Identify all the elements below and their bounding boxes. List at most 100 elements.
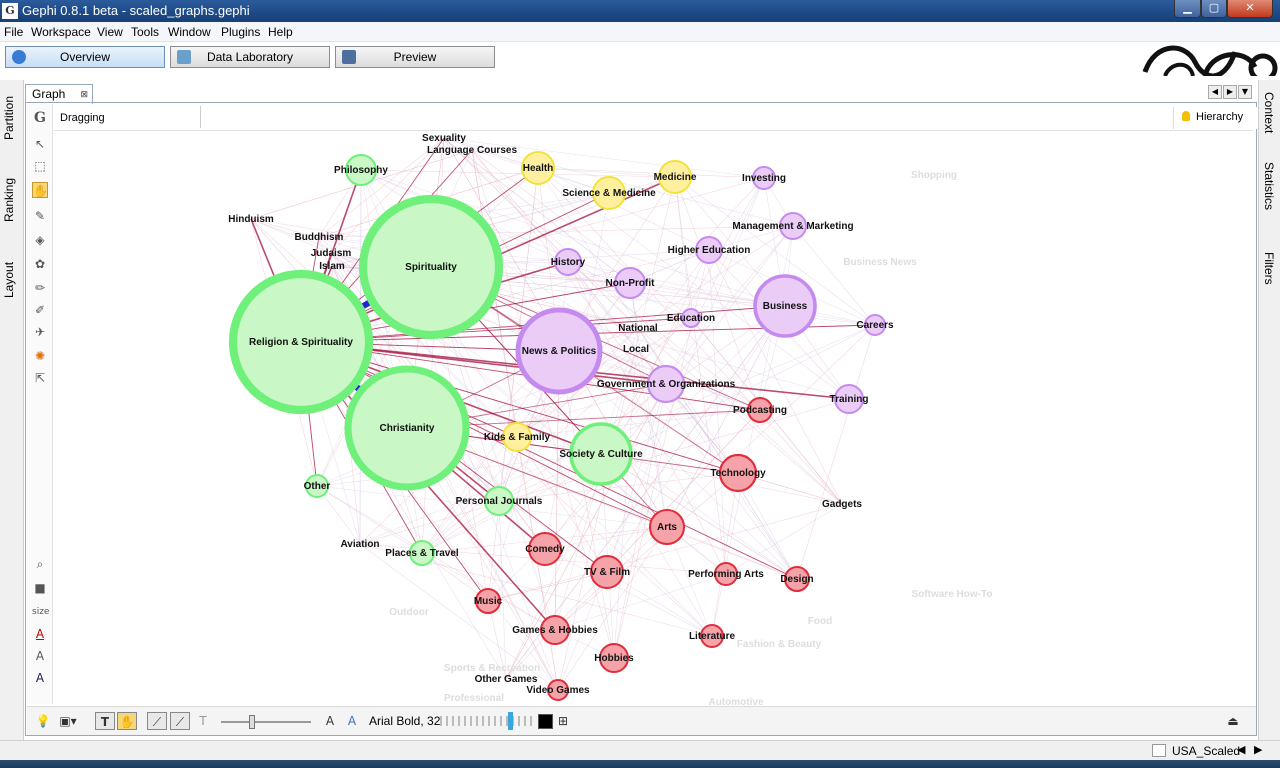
graph-node-literature[interactable] (700, 624, 724, 648)
graph-node-design[interactable] (784, 566, 810, 592)
graph-node-music[interactable] (475, 588, 501, 614)
menu-view[interactable]: View (97, 25, 123, 39)
close-button[interactable]: ✕ (1227, 0, 1273, 18)
shortest-path-icon[interactable]: ✈ (34, 325, 46, 339)
menu-help[interactable]: Help (268, 25, 293, 39)
graph-node-comedy[interactable] (528, 532, 562, 566)
scroll-right-icon[interactable]: ▶ (1223, 85, 1237, 99)
menu-window[interactable]: Window (168, 25, 211, 39)
label-font-icon[interactable]: A (35, 649, 45, 663)
color-picker-icon[interactable]: ✿ (34, 257, 46, 271)
gephi-app-icon[interactable]: G (2, 3, 18, 19)
edge (360, 169, 631, 284)
graph-node-kids[interactable] (502, 422, 532, 452)
graph-node-health[interactable] (521, 151, 555, 185)
heat-map-icon[interactable]: ✺ (34, 349, 46, 363)
data-laboratory-button[interactable]: Data Laboratory (170, 46, 330, 68)
edge-thickness-slider[interactable] (221, 715, 311, 729)
background-color-icon[interactable]: ■ (34, 581, 46, 595)
graph-node-other[interactable] (305, 474, 329, 498)
tab-context[interactable]: Context (1262, 92, 1276, 134)
tab-statistics[interactable]: Statistics (1262, 162, 1276, 211)
edge-pencil-icon[interactable]: ✐ (34, 303, 46, 317)
menu-workspace[interactable]: Workspace (31, 25, 91, 39)
graph-node-places[interactable] (409, 540, 435, 566)
drag-hand-icon[interactable]: ✋ (32, 182, 48, 198)
show-edges-button[interactable]: ⟋ (147, 712, 167, 730)
maximize-button[interactable]: ▢ (1201, 0, 1227, 18)
tab-layout[interactable]: Layout (2, 261, 16, 299)
graph-node-christianity[interactable] (344, 365, 470, 491)
graph-node-business[interactable] (753, 274, 817, 338)
label-size-mode-icon[interactable]: T (199, 714, 207, 728)
pencil-icon[interactable]: ✏ (34, 281, 46, 295)
slider-knob[interactable] (249, 715, 255, 729)
graph-node-investing[interactable] (752, 166, 776, 190)
label-color-icon[interactable]: A (35, 627, 45, 641)
graph-node-technology[interactable] (718, 453, 758, 493)
rectangle-selection-icon[interactable]: ⬚ (34, 159, 46, 173)
graph-node-personal[interactable] (484, 486, 514, 516)
label-size-slider[interactable] (440, 712, 534, 730)
menu-file[interactable]: File (4, 25, 24, 39)
show-node-labels-button[interactable]: T (95, 712, 115, 730)
tab-partition[interactable]: Partition (2, 95, 16, 141)
workspace-name[interactable]: USA_Scaled (1172, 744, 1241, 758)
font-color-icon[interactable]: A (347, 714, 357, 728)
screenshot-icon[interactable]: ▣▾ (59, 714, 77, 728)
show-hierarchy-icon[interactable]: 💡 (35, 714, 51, 728)
graph-node-society[interactable] (569, 422, 633, 486)
attributes-icon[interactable]: ⊞ (557, 714, 569, 728)
menu-plugins[interactable]: Plugins (221, 25, 261, 39)
graph-node-science[interactable] (592, 176, 626, 210)
graph-node-religion[interactable] (228, 269, 374, 415)
graph-node-hobbies[interactable] (599, 643, 629, 673)
dropdown-icon[interactable]: ▼ (1238, 85, 1252, 99)
tab-ranking[interactable]: Ranking (2, 177, 16, 223)
label-color-swatch[interactable] (538, 714, 553, 729)
graph-node-videogames[interactable] (547, 679, 569, 701)
graph-node-management[interactable] (779, 212, 807, 240)
graph-node-history[interactable] (554, 248, 582, 276)
close-tab-icon[interactable]: ⊠ (80, 89, 88, 99)
node-info-icon[interactable]: ⇱ (34, 371, 46, 385)
zoom-icon[interactable]: ⌕ (36, 557, 44, 571)
hierarchy-button[interactable]: Hierarchy (1173, 107, 1257, 129)
minimize-button[interactable]: ▁ (1174, 0, 1201, 18)
graph-node-podcasting[interactable] (747, 397, 773, 423)
next-workspace-icon[interactable]: ▶ (1254, 743, 1263, 756)
graph-node-games[interactable] (540, 615, 570, 645)
graph-node-nonprofit[interactable] (614, 267, 646, 299)
graph-node-news[interactable] (515, 307, 603, 395)
scroll-left-icon[interactable]: ◀ (1208, 85, 1222, 99)
graph-node-philosophy[interactable] (345, 154, 377, 186)
graph-node-careers[interactable] (864, 314, 886, 336)
painter-icon[interactable]: ✎ (34, 209, 46, 223)
graph-node-tvfilm[interactable] (590, 555, 624, 589)
graph-node-education[interactable] (681, 308, 701, 328)
show-edge-labels-button[interactable]: ✋ (117, 712, 137, 730)
sizer-icon[interactable]: ◈ (35, 233, 45, 247)
menu-tools[interactable]: Tools (131, 25, 160, 39)
direct-selection-icon[interactable]: ↖ (34, 137, 46, 151)
graph-node-training[interactable] (834, 384, 864, 414)
graph-node-performing[interactable] (714, 562, 738, 586)
graph-node-medicine[interactable] (658, 160, 692, 194)
slider-knob[interactable] (508, 712, 513, 730)
graph-node-arts[interactable] (648, 508, 686, 546)
network-graph[interactable]: Religion & SpiritualitySpiritualityChris… (54, 132, 1256, 707)
collapse-icon[interactable]: ⏏ (1227, 714, 1239, 728)
prev-workspace-icon[interactable]: ◀ (1237, 743, 1246, 756)
font-label[interactable]: Arial Bold, 32 (369, 714, 441, 728)
font-size-icon[interactable]: A (325, 714, 335, 728)
tab-graph[interactable]: Graph ⊠ (25, 84, 93, 104)
tab-filters[interactable]: Filters (1262, 252, 1276, 285)
graph-node-higher[interactable] (695, 236, 723, 264)
preview-button[interactable]: Preview (335, 46, 495, 68)
label-size-icon[interactable]: A (35, 671, 45, 685)
graph-node-spirituality[interactable] (358, 194, 504, 340)
overview-button[interactable]: Overview (5, 46, 165, 68)
graph-node-government[interactable] (646, 364, 686, 404)
edge-color-button[interactable]: ⟋ (170, 712, 190, 730)
